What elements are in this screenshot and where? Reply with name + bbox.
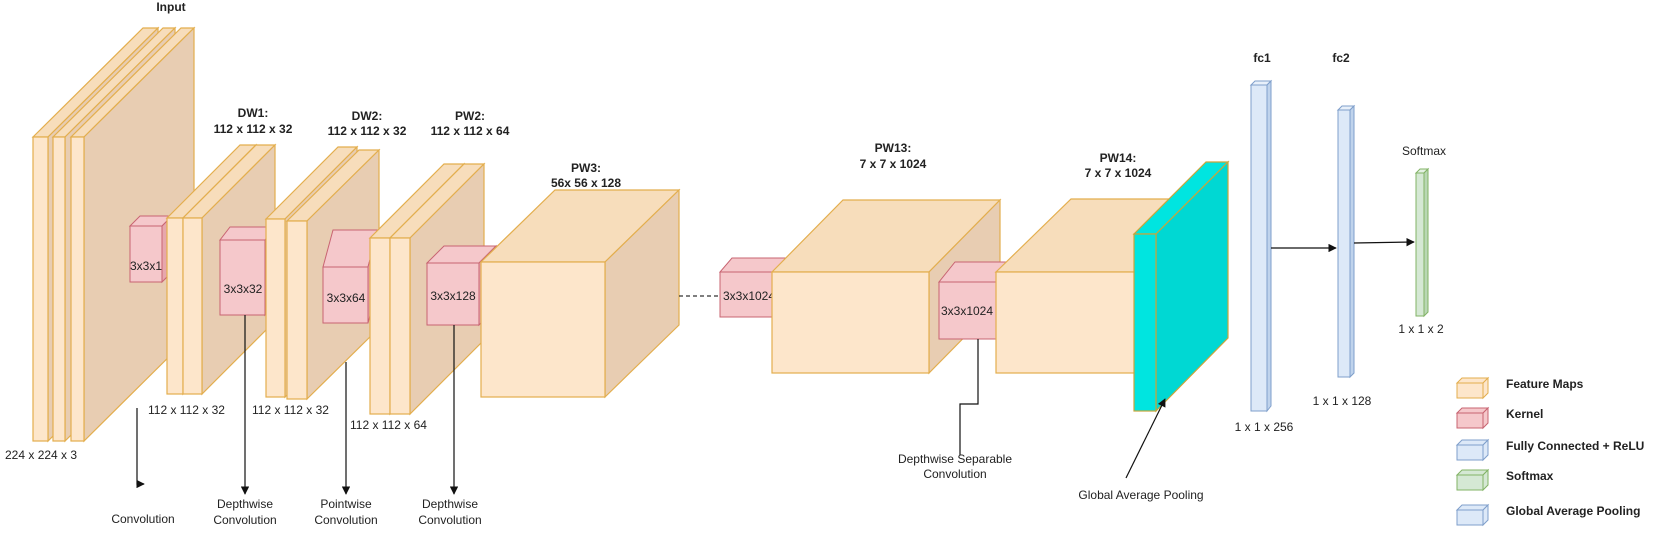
input-title: Input [156,0,185,14]
convolution-label: Convolution [111,512,174,526]
input-dims-label: 224 x 224 x 3 [5,448,77,462]
pointwise-conv-annotation: Pointwise Convolution [314,362,378,527]
kernel-label-k6: 3x3x1024 [941,304,993,318]
softmax-title: Softmax [1402,144,1446,158]
pointwise-conv-label-b: Convolution [314,513,377,527]
pw14-dims-title: 7 x 7 x 1024 [1085,166,1152,180]
dw2-dims-label: 112 x 112 x 32 [252,403,329,417]
pointwise-conv-label-a: Pointwise [320,497,372,511]
legend-item: Feature Maps [1455,376,1584,400]
legend-item: Softmax [1455,468,1554,492]
pw2-title: PW2: [455,109,485,123]
dsc-label-a: Depthwise Separable [898,452,1012,466]
legend-item: Kernel [1455,406,1543,430]
dw2-title: DW2: [352,109,383,123]
pw13-dims-title: 7 x 7 x 1024 [860,157,927,171]
depthwise-conv-2-label-b: Convolution [418,513,481,527]
gap-annotation-label: Global Average Pooling [1078,488,1203,502]
legend-swatch [1456,474,1484,491]
fc1-layer [1249,79,1273,413]
dsc-label-b: Convolution [923,467,986,481]
legend-label: Global Average Pooling [1506,504,1640,518]
legend-label: Fully Connected + ReLU [1506,439,1644,453]
legend-item: Global Average Pooling [1455,503,1640,527]
depthwise-conv-2-label-a: Depthwise [422,497,478,511]
kernel-3x3x1: 3x3x1 [128,214,174,284]
pw3-feature-map [479,188,681,399]
dw1-title: DW1: [238,106,269,120]
legend-swatch [1456,382,1484,399]
dw2-dims-title: 112 x 112 x 32 [328,124,407,138]
pw13-title: PW13: [875,141,912,155]
fc2-title: fc2 [1332,51,1350,65]
depthwise-conv-1-label-a: Depthwise [217,497,273,511]
legend-swatch [1456,444,1484,461]
dw1-dims-title: 112 x 112 x 32 [214,122,293,136]
convolution-annotation: Convolution [111,408,175,526]
fc1-dims-label: 1 x 1 x 256 [1235,420,1294,434]
legend-swatch [1456,509,1484,526]
legend-label: Softmax [1506,469,1554,483]
legend-label: Kernel [1506,407,1543,421]
depthwise-conv-annotation-2: Depthwise Convolution [418,325,482,527]
dw1-dims-label: 112 x 112 x 32 [148,403,225,417]
global-average-pooling-annotation: Global Average Pooling [1078,398,1204,502]
pw2-dims-label: 112 x 112 x 64 [350,418,427,432]
fc2-dims-label: 1 x 1 x 128 [1313,394,1372,408]
depthwise-conv-annotation-1: Depthwise Convolution [213,315,277,527]
pw3-title: PW3: [571,161,601,175]
fc2-layer [1336,104,1356,379]
depthwise-conv-1-label-b: Convolution [213,513,276,527]
legend-item: Fully Connected + ReLU [1455,438,1644,462]
pw3-dims-title: 56x 56 x 128 [551,176,621,190]
legend-label: Feature Maps [1506,377,1584,391]
pw14-title: PW14: [1100,151,1137,165]
softmax-layer [1414,167,1430,318]
fc2-to-softmax-arrow [1353,237,1415,247]
softmax-dims-label: 1 x 1 x 2 [1398,322,1444,336]
global-average-pooling-slab [1132,160,1230,413]
pw2-dims-title: 112 x 112 x 64 [431,124,510,138]
kernel-label-k3: 3x3x64 [327,291,366,305]
legend-swatch [1456,412,1484,429]
kernel-label-k2: 3x3x32 [224,282,263,296]
kernel-label-k4: 3x3x128 [430,289,476,303]
depthwise-separable-annotation: Depthwise Separable Convolution [898,339,1012,481]
kernel-label-k1: 3x3x1 [130,259,162,273]
kernel-label-k5: 3x3x1024 [723,289,775,303]
fc1-title: fc1 [1253,51,1271,65]
